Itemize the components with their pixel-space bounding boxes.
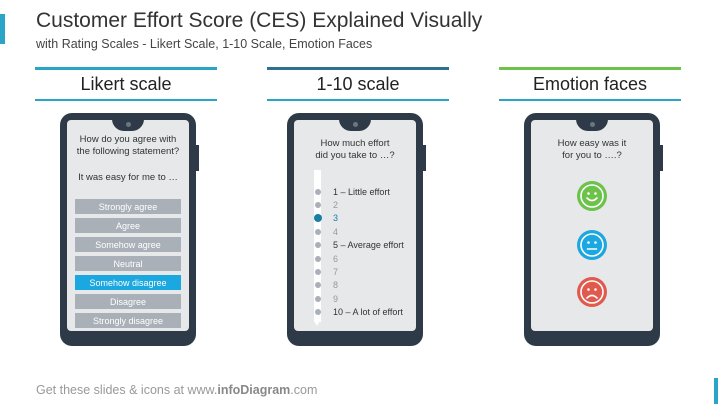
- likert-option-selected[interactable]: Somehow disagree: [75, 275, 181, 290]
- scale-dot-icon: [315, 228, 321, 235]
- scale-dot-icon: [315, 255, 321, 262]
- likert-prompt: It was easy for me to …: [78, 172, 178, 183]
- phone-likert: How do you agree with the following stat…: [60, 113, 199, 346]
- likert-options: Strongly agree Agree Somehow agree Neutr…: [75, 199, 181, 332]
- phone-screen: How do you agree with the following stat…: [67, 120, 189, 331]
- scale-dot-icon: [315, 295, 321, 302]
- page-title: Customer Effort Score (CES) Explained Vi…: [36, 9, 483, 32]
- page-subtitle: with Rating Scales - Likert Scale, 1-10 …: [36, 37, 373, 51]
- camera-notch: [339, 119, 371, 131]
- scale-option[interactable]: 8: [312, 279, 412, 292]
- footer-brand[interactable]: infoDiagram: [217, 383, 291, 397]
- scale-option[interactable]: 1 – Little effort: [312, 185, 412, 198]
- likert-header: Likert scale: [35, 67, 217, 101]
- phone-scale: How much effort did you take to …? 1 – L…: [287, 113, 426, 346]
- likert-option[interactable]: Strongly disagree: [75, 313, 181, 328]
- happy-face-icon[interactable]: [576, 180, 608, 212]
- likert-question: How do you agree with the following stat…: [76, 134, 180, 157]
- faces-header: Emotion faces: [499, 67, 681, 101]
- camera-notch: [112, 119, 144, 131]
- scale-question: How much effort did you take to …?: [315, 138, 395, 161]
- scale-header: 1-10 scale: [267, 67, 449, 101]
- scale-dot-icon: [315, 309, 321, 316]
- scale-dot-icon: [315, 188, 321, 195]
- accent-bar: [714, 378, 718, 404]
- phone-faces: How easy was it for you to ….?: [524, 113, 663, 346]
- scale-option[interactable]: 6: [312, 252, 412, 265]
- scale-dot-icon: [315, 242, 321, 249]
- scale-options: 1 – Little effort 2 3 4 5 – Average effo…: [312, 185, 412, 319]
- accent-bar: [0, 14, 5, 44]
- scale-option[interactable]: 7: [312, 265, 412, 278]
- camera-notch: [576, 119, 608, 131]
- scale-option-selected[interactable]: 3: [312, 212, 412, 225]
- scale-option[interactable]: 2: [312, 198, 412, 211]
- scale-dot-icon: [315, 202, 321, 209]
- scale-option[interactable]: 9: [312, 292, 412, 305]
- likert-option[interactable]: Agree: [75, 218, 181, 233]
- scale-dot-icon: [314, 214, 322, 223]
- sad-face-icon[interactable]: [576, 276, 608, 308]
- neutral-face-icon[interactable]: [576, 229, 608, 261]
- scale-dot-icon: [315, 269, 321, 276]
- likert-option[interactable]: Disagree: [75, 294, 181, 309]
- likert-option[interactable]: Neutral: [75, 256, 181, 271]
- phone-screen: How easy was it for you to ….?: [531, 120, 653, 331]
- likert-option[interactable]: Strongly agree: [75, 199, 181, 214]
- faces-question: How easy was it for you to ….?: [557, 138, 627, 161]
- phone-screen: How much effort did you take to …? 1 – L…: [294, 120, 416, 331]
- footer-credit: Get these slides & icons at www.infoDiag…: [36, 383, 318, 397]
- scale-dot-icon: [315, 282, 321, 289]
- scale-option[interactable]: 5 – Average effort: [312, 239, 412, 252]
- scale-option[interactable]: 4: [312, 225, 412, 238]
- likert-option[interactable]: Somehow agree: [75, 237, 181, 252]
- scale-option[interactable]: 10 – A lot of effort: [312, 306, 412, 319]
